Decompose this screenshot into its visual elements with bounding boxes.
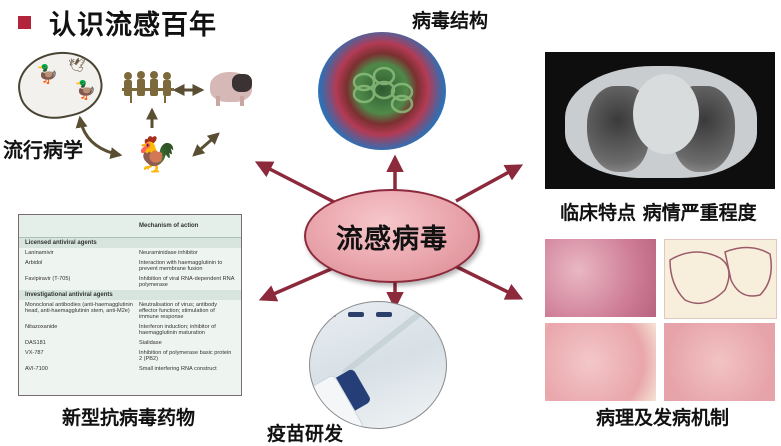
epidemiology-arrows [75, 84, 220, 159]
slide-title: 认识流感百年 [18, 4, 217, 41]
histology-tile-1 [545, 239, 656, 317]
arrow-to-pathology [454, 264, 524, 300]
histology-tile-3 [545, 323, 656, 401]
title-bullet-icon [18, 15, 31, 29]
chest-ct-image [545, 52, 775, 189]
table-row: DAS181 Sialidase [25, 340, 162, 346]
center-arrows [254, 154, 524, 310]
pathology-images [545, 239, 777, 402]
clinical-label: 临床特点 病情严重程度 [560, 202, 757, 224]
table-header: Mechanism of action [19, 215, 241, 238]
histology-tile-2 [664, 239, 777, 319]
table-row: Arbidol Interaction with haemagglutinin … [25, 260, 223, 272]
humans-icon [122, 71, 174, 103]
center-label: 流感病毒 [336, 223, 448, 255]
vaccine-label: 疫苗研发 [267, 423, 344, 445]
arrow-to-clinical [455, 164, 524, 203]
table-row: AVI-7100 Small interfering RNA construct [25, 366, 217, 372]
chickens-icon: 🐓 [135, 135, 178, 175]
table-row: Nitazoxanide Interferon induction; inhib… [25, 324, 216, 336]
virus-structure-image [318, 32, 446, 150]
table-row: Favipiravir (T-705) Inhibition of viral … [25, 276, 235, 288]
center-node: 流感病毒 [304, 189, 480, 283]
table-section-title: Investigational antiviral agents [19, 290, 241, 300]
wild-birds-icon: 🦆 🕊 🦆 [36, 58, 97, 101]
pathology-label: 病理及发病机制 [596, 407, 730, 429]
virus-structure-label: 病毒结构 [412, 10, 489, 32]
antiviral-label: 新型抗病毒药物 [62, 407, 196, 429]
table-row: Monoclonal antibodies (anti-haemagglutin… [25, 302, 218, 320]
vaccine-image [309, 301, 447, 429]
histology-tile-4 [664, 323, 775, 401]
table-row: VX-787 Inhibition of polymerase basic pr… [25, 350, 232, 362]
arrow-to-antiviral [258, 264, 339, 302]
table-section-title: Licensed antiviral agents [19, 238, 241, 248]
table-row: Laninamivir Neuraminidase inhibitor [25, 250, 198, 256]
pig-icon [210, 72, 252, 106]
epidemiology-label: 流行病学 [3, 138, 83, 162]
arrow-to-epidemiology [254, 161, 337, 205]
antiviral-table: Mechanism of action Licensed antiviral a… [18, 214, 242, 396]
title-text: 认识流感百年 [49, 9, 217, 41]
